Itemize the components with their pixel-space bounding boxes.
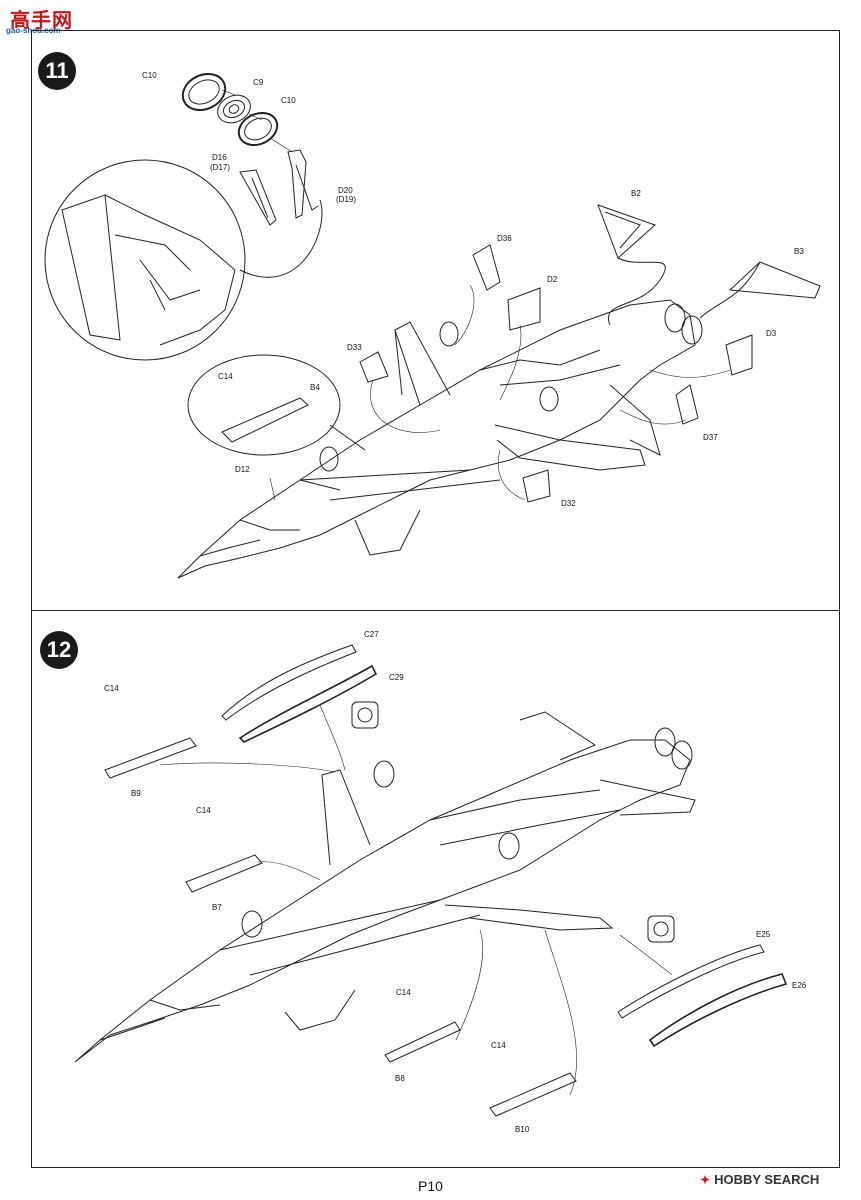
part-label-d3: D3 (766, 329, 777, 338)
watermark: ✦ HOBBY SEARCH (700, 1172, 819, 1187)
part-label-d32: D32 (561, 499, 576, 508)
part-label-c9: C9 (253, 78, 264, 87)
part-label-c29: C29 (389, 673, 404, 682)
part-label-d16: D16 (212, 153, 227, 162)
part-label-b7: B7 (212, 903, 222, 912)
part-label-c10-top: C10 (142, 71, 157, 80)
page-number: P10 (418, 1178, 443, 1194)
part-label-e25: E25 (756, 930, 771, 939)
part-label-b4: B4 (310, 383, 320, 392)
logo-chinese-text: 高手网 (10, 8, 73, 32)
part-label-d17: (D17) (210, 163, 231, 172)
part-label-c14-a: C14 (104, 684, 119, 693)
step-divider (31, 610, 840, 611)
watermark-text: HOBBY SEARCH (714, 1172, 820, 1187)
part-label-d33: D33 (347, 343, 362, 352)
page-frame (31, 30, 840, 1168)
part-label-d36: D36 (497, 234, 512, 243)
part-label-d37: D37 (703, 433, 718, 442)
part-label-c27: C27 (364, 630, 379, 639)
wheel-hub-c9 (213, 90, 255, 128)
part-label-e26: E26 (792, 981, 807, 990)
part-label-c10-mid: C10 (281, 96, 296, 105)
part-label-b10: B10 (515, 1125, 530, 1134)
part-label-c14-b: C14 (196, 806, 211, 815)
part-label-d2: D2 (547, 275, 558, 284)
watermark-star-icon: ✦ (700, 1172, 711, 1187)
step-number-11: 11 (38, 52, 76, 90)
wheel-tire-c10-top (177, 67, 231, 116)
part-label-c14-d: C14 (491, 1041, 506, 1050)
part-label-d12: D12 (235, 465, 250, 474)
part-label-d20: D20 (338, 186, 353, 195)
step-number-12: 12 (40, 631, 78, 669)
aircraft-fuselage-step12 (75, 712, 695, 1062)
part-label-b9: B9 (131, 789, 141, 798)
part-label-c14-c: C14 (396, 988, 411, 997)
aircraft-fuselage-step11 (178, 300, 702, 578)
part-label-b3: B3 (794, 247, 804, 256)
part-label-b2: B2 (631, 189, 641, 198)
part-label-d19: (D19) (336, 195, 357, 204)
part-label-b8: B8 (395, 1074, 405, 1083)
part-label-c14-step11: C14 (218, 372, 233, 381)
